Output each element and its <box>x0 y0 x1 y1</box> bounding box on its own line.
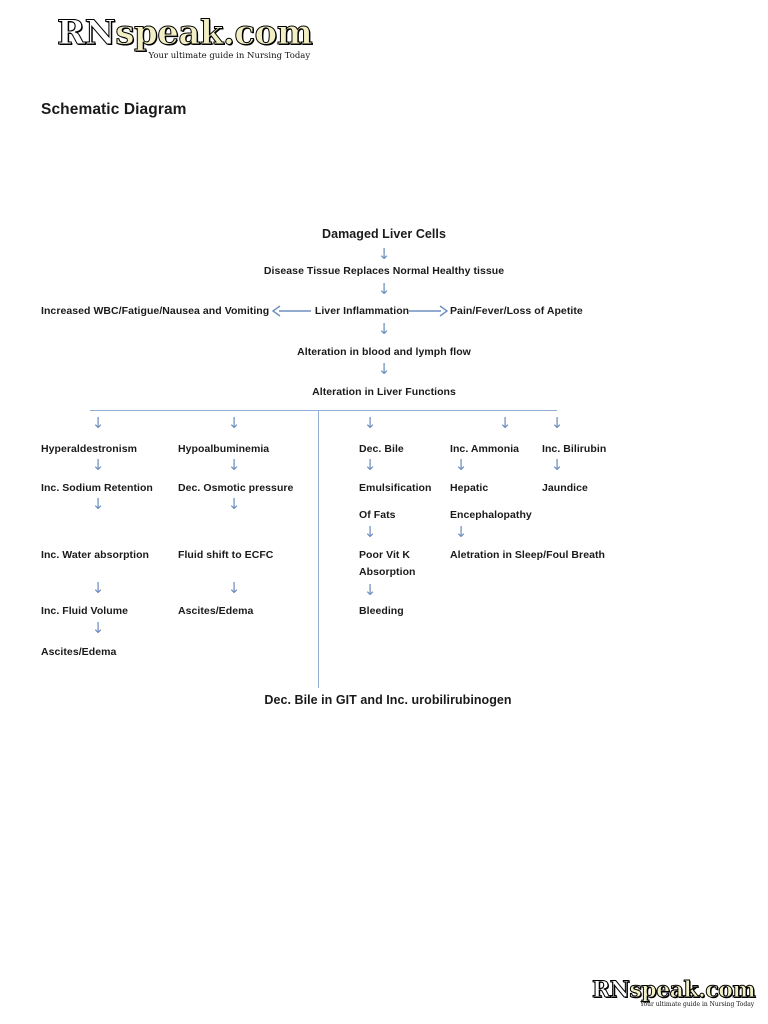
logo-tagline: Your ultimate guide in Nursing Today <box>148 51 311 61</box>
arrow-down-icon: ↓ <box>227 414 241 432</box>
arrow-down-icon: ↓ <box>227 579 241 597</box>
branch-distribution-bar <box>90 410 557 411</box>
logo-speak-text: speak.com <box>115 13 313 53</box>
arrow-down-icon: ↓ <box>498 414 512 432</box>
node-hepatic: Hepatic <box>450 482 489 494</box>
logo-wordmark: RNspeak.com <box>56 13 313 53</box>
arrow-down-icon: ↓ <box>363 581 377 599</box>
arrow-down-icon: ↓ <box>91 495 105 513</box>
node-jaundice: Jaundice <box>542 482 588 494</box>
arrow-down-icon: ↓ <box>91 414 105 432</box>
arrow-left-icon <box>271 305 311 317</box>
node-pain-fever-loss-appetite: Pain/Fever/Loss of Apetite <box>450 305 583 317</box>
node-alteration-sleep-foul-breath: Aletration in Sleep/Foul Breath <box>450 549 605 561</box>
logo-rn-text: RN <box>591 977 630 1003</box>
arrow-down-icon: ↓ <box>91 456 105 474</box>
node-disease-tissue-replaces: Disease Tissue Replaces Normal Healthy t… <box>263 265 505 277</box>
arrow-right-icon <box>409 305 449 317</box>
arrow-down-icon: ↓ <box>363 456 377 474</box>
arrow-down-icon: ↓ <box>454 523 468 541</box>
node-inc-fluid-volume: Inc. Fluid Volume <box>41 605 128 617</box>
logo-speak-text: speak.com <box>629 977 756 1003</box>
node-inc-bilirubin: Inc. Bilirubin <box>542 443 607 455</box>
logo-wordmark: RNspeak.com <box>591 977 756 1003</box>
page-title: Schematic Diagram <box>41 101 187 118</box>
node-encephalopathy: Encephalopathy <box>450 509 532 521</box>
site-logo-header: RNspeak.com Your ultimate guide in Nursi… <box>56 13 313 61</box>
site-logo-footer: RNspeak.com Your ultimate guide in Nursi… <box>591 977 756 1008</box>
node-inc-water-absorption: Inc. Water absorption <box>41 549 150 561</box>
node-alteration-blood-lymph-flow: Alteration in blood and lymph flow <box>297 346 471 358</box>
node-ascites-edema-col2: Ascites/Edema <box>178 605 254 617</box>
node-ascites-edema-col1: Ascites/Edema <box>41 646 117 658</box>
arrow-down-icon: ↓ <box>91 579 105 597</box>
node-poor-vit-k: Poor Vit K <box>359 549 411 561</box>
arrow-down-icon: ↓ <box>377 320 391 338</box>
node-fluid-shift-ecfc: Fluid shift to ECFC <box>178 549 274 561</box>
vertical-divider-line <box>318 410 319 688</box>
node-conclusion-dec-bile-git: Dec. Bile in GIT and Inc. urobilirubinog… <box>264 693 512 707</box>
node-damaged-liver-cells: Damaged Liver Cells <box>322 227 446 241</box>
arrow-down-icon: ↓ <box>377 245 391 263</box>
node-dec-osmotic-pressure: Dec. Osmotic pressure <box>178 482 294 494</box>
arrow-down-icon: ↓ <box>550 414 564 432</box>
arrow-down-icon: ↓ <box>377 360 391 378</box>
node-inc-sodium-retention: Inc. Sodium Retention <box>41 482 153 494</box>
node-absorption: Absorption <box>359 566 416 578</box>
node-increased-wbc-fatigue: Increased WBC/Fatigue/Nausea and Vomitin… <box>41 305 270 317</box>
logo-rn-text: RN <box>56 13 116 53</box>
node-hyperaldosteronism: Hyperaldestronism <box>41 443 137 455</box>
arrow-down-icon: ↓ <box>377 280 391 298</box>
arrow-down-icon: ↓ <box>363 414 377 432</box>
node-hypoalbuminemia: Hypoalbuminemia <box>178 443 270 455</box>
arrow-down-icon: ↓ <box>227 495 241 513</box>
node-bleeding: Bleeding <box>359 605 404 617</box>
arrow-down-icon: ↓ <box>454 456 468 474</box>
arrow-down-icon: ↓ <box>227 456 241 474</box>
node-emulsification: Emulsification <box>359 482 432 494</box>
arrow-down-icon: ↓ <box>550 456 564 474</box>
node-alteration-liver-functions: Alteration in Liver Functions <box>312 386 456 398</box>
node-liver-inflammation: Liver Inflammation <box>314 305 410 317</box>
logo-tagline: Your ultimate guide in Nursing Today <box>640 1001 755 1008</box>
arrow-down-icon: ↓ <box>91 619 105 637</box>
arrow-down-icon: ↓ <box>363 523 377 541</box>
node-inc-ammonia: Inc. Ammonia <box>450 443 520 455</box>
node-of-fats: Of Fats <box>359 509 396 521</box>
node-dec-bile: Dec. Bile <box>359 443 404 455</box>
